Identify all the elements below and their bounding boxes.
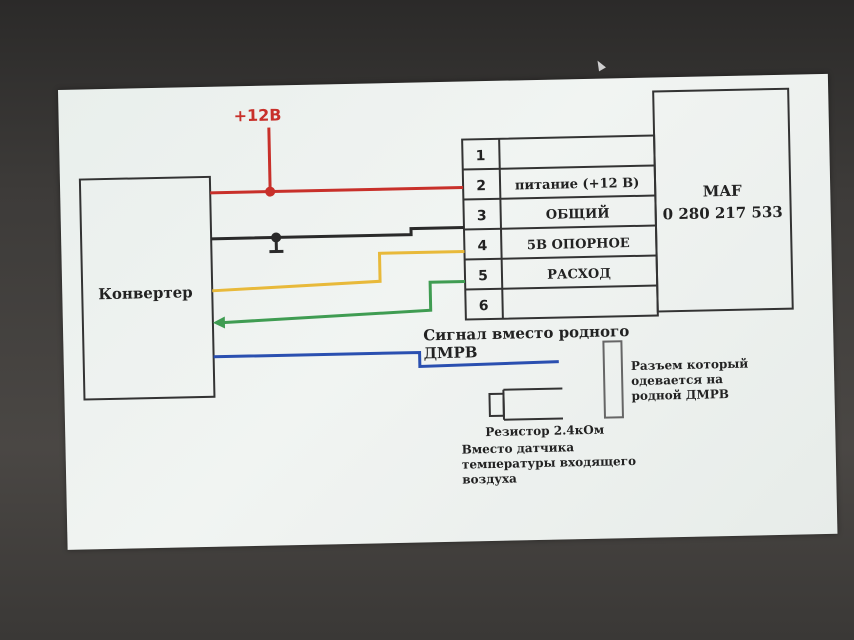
pin-3-number: 3	[477, 208, 487, 224]
reference-5v-wire	[212, 250, 465, 293]
power-wire	[210, 186, 464, 195]
connector-note-line3: родной ДМРВ	[631, 387, 729, 403]
resistor-note-line2: Вместо датчика	[461, 440, 574, 456]
signal-note-line2: ДМРВ	[423, 343, 477, 362]
pin-1-number: 1	[475, 148, 485, 164]
maf-name: MAF	[703, 182, 743, 201]
flow-signal-wire	[222, 280, 466, 325]
pin-2-number: 2	[476, 178, 486, 194]
pin-6-number: 6	[479, 298, 489, 314]
pin-table: 1 2 3 4 5 6 питание (+12 В) ОБЩИЙ 5В ОПО…	[461, 134, 659, 321]
signal-wire	[213, 350, 559, 369]
resistor-icon	[488, 387, 564, 421]
arrow-left-icon	[212, 316, 226, 329]
pin-4-number: 4	[477, 238, 487, 254]
connector-note-line2: одевается на	[631, 372, 723, 388]
resistor-note-line4: воздуха	[462, 471, 517, 486]
pin-4-label: 5В ОПОРНОЕ	[527, 236, 630, 253]
resistor-note-line3: температуры входящего	[462, 454, 636, 472]
resistor-note-line1: Резистор 2.4кОм	[485, 423, 605, 440]
converter-box	[78, 175, 216, 401]
signal-note-line1: Сигнал вместо родного	[423, 322, 629, 344]
wiring-diagram: Конвертер MAF 0 280 217 533 1 2 3 4 5 6 …	[78, 87, 794, 487]
maf-part-number: 0 280 217 533	[663, 203, 783, 224]
connector-note-line1: Разъем который	[631, 357, 749, 373]
pin-5-number: 5	[478, 268, 488, 284]
ground-wire	[211, 226, 465, 241]
power-label: +12В	[233, 105, 281, 125]
connector-box	[602, 340, 624, 419]
diagram-screen: Конвертер MAF 0 280 217 533 1 2 3 4 5 6 …	[58, 73, 838, 550]
converter-label: Конвертер	[98, 283, 193, 303]
power-feed-wire	[267, 127, 272, 192]
pin-3-label: ОБЩИЙ	[546, 204, 610, 222]
power-junction-dot	[265, 186, 276, 197]
pin-2-label: питание (+12 В)	[515, 176, 640, 194]
pin-5-label: РАСХОД	[547, 266, 611, 282]
